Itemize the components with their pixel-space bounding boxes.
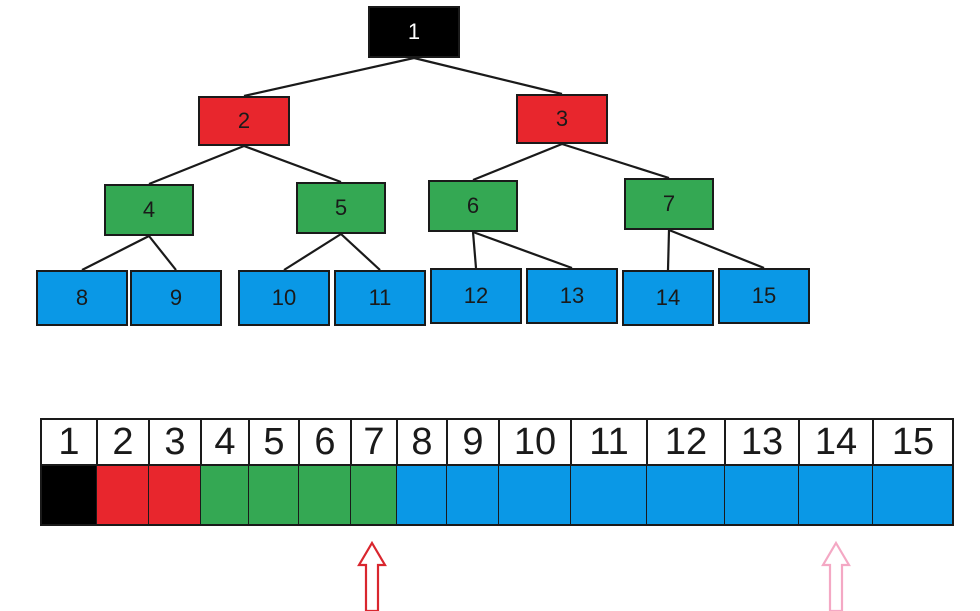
tree-node-11: 11 <box>334 270 426 326</box>
tree-edge-1-2 <box>243 56 415 98</box>
tree-node-1: 1 <box>368 6 460 58</box>
tree-node-4: 4 <box>104 184 194 236</box>
array-color-cell-11 <box>570 466 646 526</box>
array-color-cell-14 <box>798 466 872 526</box>
tree-node-3: 3 <box>516 94 608 144</box>
array-index-13: 13 <box>724 418 798 466</box>
tree-node-13: 13 <box>526 268 618 324</box>
array-index-3: 3 <box>148 418 200 466</box>
tree-edge-5-11 <box>340 233 381 271</box>
tree-edge-2-4 <box>148 144 245 186</box>
tree-edge-2-5 <box>243 144 342 184</box>
tree-node-8: 8 <box>36 270 128 326</box>
array-color-cell-15 <box>872 466 954 526</box>
array-index-11: 11 <box>570 418 646 466</box>
tree-node-15: 15 <box>718 268 810 324</box>
tree-edge-1-3 <box>413 56 563 96</box>
tree-node-7: 7 <box>624 178 714 230</box>
tree-node-10: 10 <box>238 270 330 326</box>
tree-edge-3-7 <box>561 142 670 180</box>
array-index-1: 1 <box>40 418 96 466</box>
tree-edge-4-8 <box>81 235 150 271</box>
array-index-7: 7 <box>350 418 396 466</box>
array-color-cell-13 <box>724 466 798 526</box>
tree-edge-6-13 <box>472 230 573 270</box>
tree-edge-5-10 <box>283 233 342 271</box>
array-color-cell-7 <box>350 466 396 526</box>
tree-edges <box>81 56 765 271</box>
array-index-6: 6 <box>298 418 350 466</box>
tree-node-2: 2 <box>198 96 290 146</box>
tree-node-9: 9 <box>130 270 222 326</box>
tree-edge-3-6 <box>472 142 563 182</box>
array-color-cell-6 <box>298 466 350 526</box>
array-color-cell-3 <box>148 466 200 526</box>
array-color-cell-2 <box>96 466 148 526</box>
array-color-cell-12 <box>646 466 724 526</box>
tree-edge-7-14 <box>666 229 671 271</box>
array-color-cell-1 <box>40 466 96 526</box>
tree-edge-4-9 <box>148 235 177 271</box>
array-color-cell-4 <box>200 466 248 526</box>
tree-edge-7-15 <box>668 228 765 270</box>
tree-edge-6-12 <box>471 231 478 269</box>
array-index-15: 15 <box>872 418 954 466</box>
up-arrow-icon <box>357 541 387 611</box>
array-color-cell-9 <box>446 466 498 526</box>
array-index-10: 10 <box>498 418 570 466</box>
array-color-cell-5 <box>248 466 298 526</box>
tree-node-12: 12 <box>430 268 522 324</box>
array-index-2: 2 <box>96 418 148 466</box>
array-color-cell-8 <box>396 466 446 526</box>
array-index-4: 4 <box>200 418 248 466</box>
tree-node-6: 6 <box>428 180 518 232</box>
array-index-12: 12 <box>646 418 724 466</box>
array-index-8: 8 <box>396 418 446 466</box>
tree-node-5: 5 <box>296 182 386 234</box>
array-index-5: 5 <box>248 418 298 466</box>
array-index-14: 14 <box>798 418 872 466</box>
tree-node-14: 14 <box>622 270 714 326</box>
up-arrow-icon <box>821 541 851 611</box>
array-color-cell-10 <box>498 466 570 526</box>
array-index-9: 9 <box>446 418 498 466</box>
